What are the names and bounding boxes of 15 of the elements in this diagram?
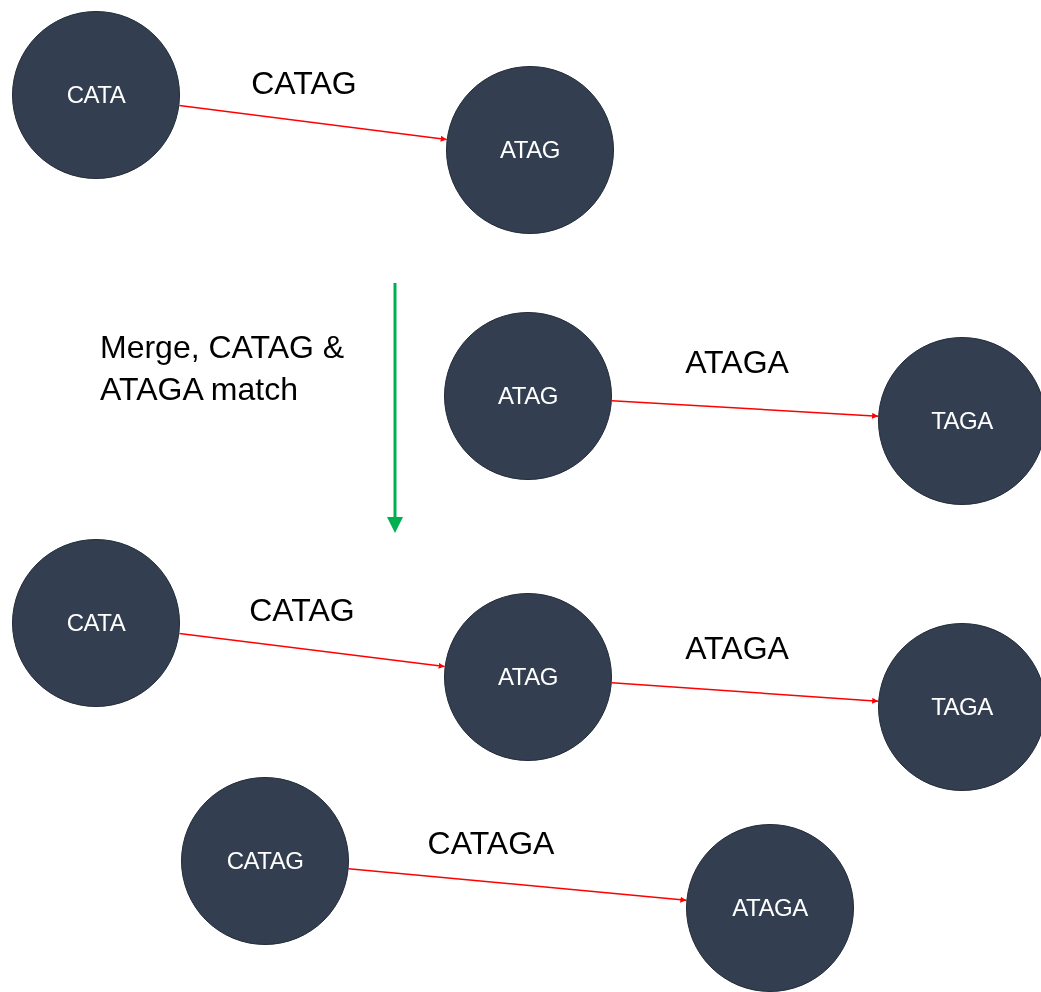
node-label: TAGA <box>931 693 993 721</box>
node-label: CATA <box>66 81 126 109</box>
node-label: CATA <box>66 609 126 637</box>
arrow <box>178 632 446 669</box>
node-label: TAGA <box>931 407 993 435</box>
arrow <box>611 400 879 419</box>
note-text: Merge, CATAG & ATAGA match <box>100 328 346 409</box>
node-label: ATAG <box>498 382 558 410</box>
arrow <box>347 868 688 903</box>
node-label: ATAG <box>498 663 558 691</box>
node-label: ATAG <box>500 136 560 164</box>
node-label: CATAG <box>226 847 304 875</box>
arrow <box>178 104 448 142</box>
node-label: ATAGA <box>732 894 808 922</box>
arrow <box>611 682 879 704</box>
